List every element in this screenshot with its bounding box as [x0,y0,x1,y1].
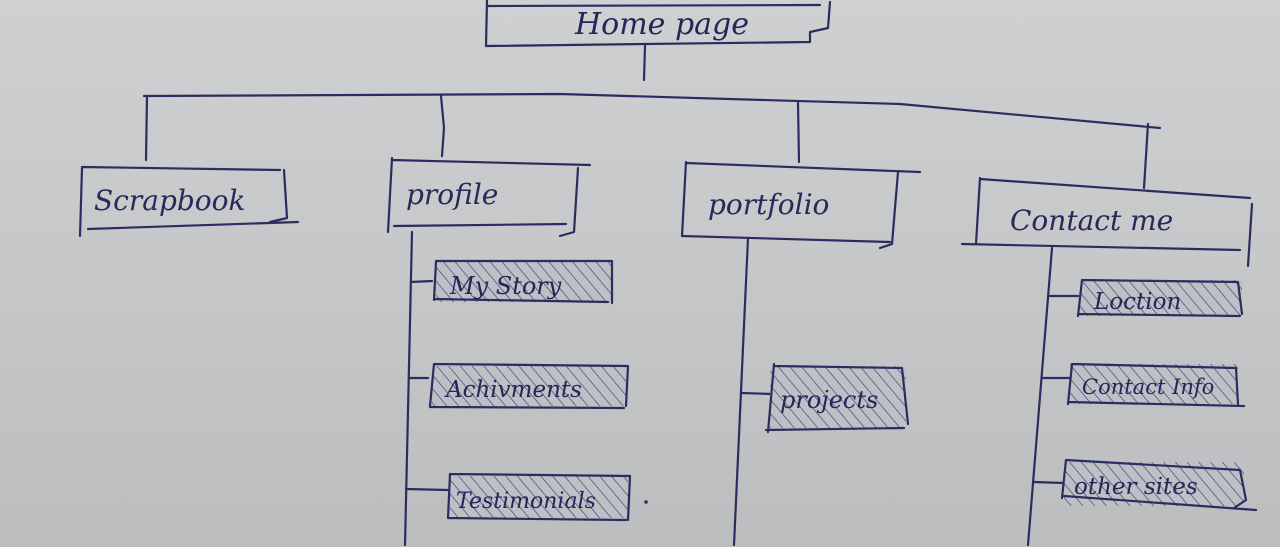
my-story-box [432,259,614,305]
page-item-other-sites: other sites [1060,458,1258,512]
loction-hatch [1080,280,1242,316]
contact-me-box [960,176,1254,268]
page-item-my-story: My Story [432,259,614,305]
my-story-hatch [436,262,612,302]
profile-label: profile [406,178,498,211]
section-node-contact-me: Contact me [960,176,1254,547]
loction-label: Loction [1093,289,1181,315]
other-sites-label: other sites [1074,474,1198,500]
contact-info-box [1066,362,1246,408]
root-node: Home page [484,0,832,48]
scrapbook-box [78,165,300,238]
my-story-label: My Story [449,272,562,300]
testimonials-label: Testimonials [456,489,596,514]
section-node-scrapbook: Scrapbook [78,165,300,238]
contact-branch-line [1026,246,1054,547]
portfolio-label: portfolio [708,188,829,221]
root-node-box [484,0,832,48]
achivments-label: Achivments [444,377,582,403]
page-item-achivments: Achivments [428,362,630,410]
main-bus-line [142,92,1162,130]
achivments-hatch [432,366,626,406]
root-node-label: Home page [574,7,749,42]
portfolio-tick-1 [739,391,774,396]
page-item-contact-info: Contact Info [1066,362,1246,408]
contact-info-label: Contact Info [1082,375,1214,399]
profile-branch-line [403,230,414,547]
scrapbook-label: Scrapbook [94,184,245,217]
page-item-loction: Loction [1076,278,1244,318]
ink-dot [644,500,648,504]
profile-tick-3 [404,487,450,492]
contact-tick-3 [1032,480,1066,485]
projects-box [764,362,910,434]
page-item-projects: projects [764,362,910,434]
page-item-testimonials: Testimonials [446,472,648,522]
testimonials-hatch [450,476,628,518]
profile-tick-1 [409,279,434,284]
connector-profile [439,94,446,158]
connector-contact [1142,122,1150,190]
section-node-profile: profile [386,156,592,547]
contact-info-hatch [1070,364,1238,404]
contact-me-label: Contact me [1010,204,1173,237]
testimonials-box [446,472,632,522]
other-sites-box [1060,458,1258,512]
connector-scrapbook [144,94,149,162]
connector-portfolio [796,100,801,164]
portfolio-branch-line [732,236,750,547]
section-node-portfolio: portfolio [680,160,922,547]
root-connectors [142,44,1162,190]
projects-hatch [770,366,906,428]
loction-box [1076,278,1244,318]
portfolio-box [680,160,922,250]
projects-label: projects [780,386,878,414]
achivments-box [428,362,630,410]
profile-box [386,156,592,238]
root-stem [642,44,647,82]
